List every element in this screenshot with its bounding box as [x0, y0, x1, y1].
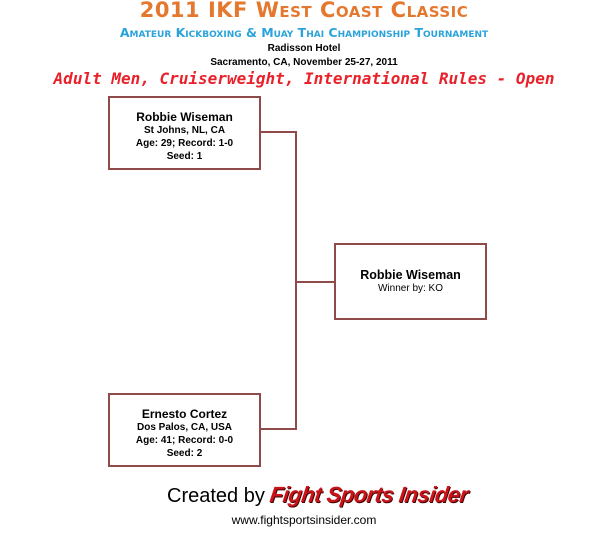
division-title: Adult Men, Cruiserweight, International …	[53, 69, 555, 88]
fighter-2-location: Dos Palos, CA, USA	[136, 422, 233, 433]
winner-method: Winner by: KO	[377, 283, 444, 294]
fighter-1-stats: Age: 29; Record: 1-0	[135, 138, 234, 149]
winner-name: Robbie Wiseman	[360, 268, 461, 282]
bracket-line-vertical	[295, 131, 297, 430]
event-subtitle: Amateur Kickboxing & Muay Thai Champions…	[119, 25, 489, 40]
fighter-2-seed: Seed: 2	[166, 448, 203, 459]
fighter-1-name: Robbie Wiseman	[136, 110, 233, 124]
website-url[interactable]: www.fightsportsinsider.com	[231, 513, 377, 527]
event-title: 2011 IKF West Coast Classic	[139, 0, 469, 22]
fighter-1-seed: Seed: 1	[166, 151, 203, 162]
bracket-line-winner	[295, 281, 334, 283]
fighter-card-2: Ernesto Cortez Dos Palos, CA, USA Age: 4…	[108, 393, 261, 467]
event-venue: Radisson Hotel	[267, 43, 341, 54]
bracket-line-bottom	[261, 428, 297, 430]
event-dates: Sacramento, CA, November 25-27, 2011	[210, 57, 398, 68]
brand-logo: Fight Sports Insider	[268, 482, 470, 507]
bracket-line-top	[261, 131, 297, 133]
fighter-2-stats: Age: 41; Record: 0-0	[135, 435, 234, 446]
winner-card: Robbie Wiseman Winner by: KO	[334, 243, 487, 320]
fighter-card-1: Robbie Wiseman St Johns, NL, CA Age: 29;…	[108, 96, 261, 170]
created-by-label: Created by	[167, 485, 265, 507]
fighter-2-name: Ernesto Cortez	[141, 407, 228, 421]
fighter-1-location: St Johns, NL, CA	[143, 125, 226, 136]
